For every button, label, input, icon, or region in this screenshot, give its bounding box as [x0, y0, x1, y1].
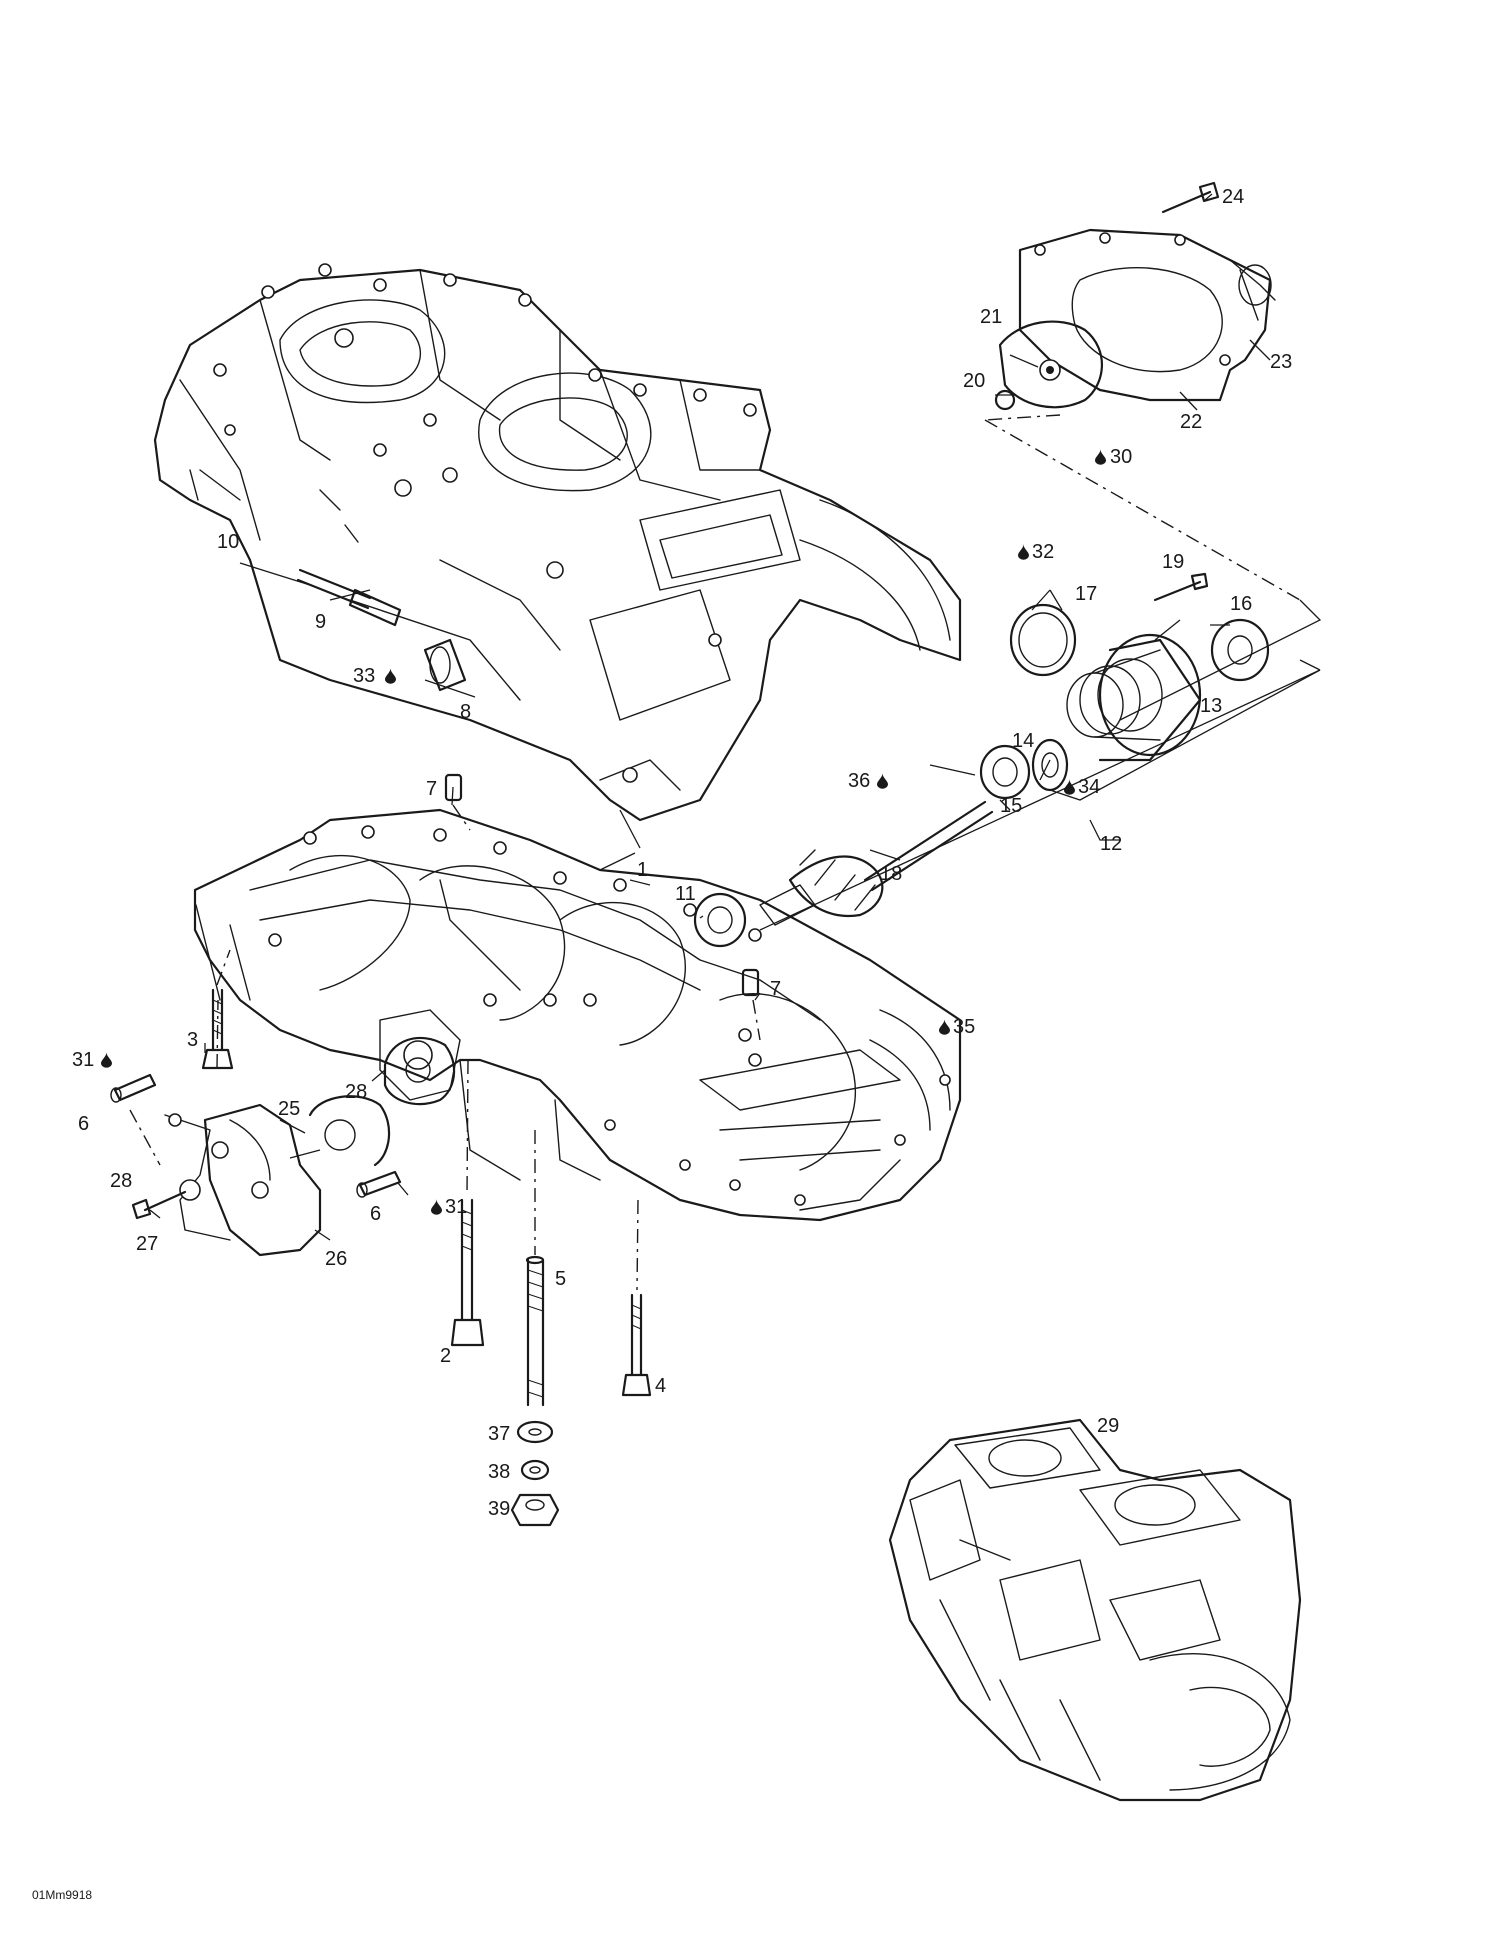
callout-7-right: 7	[770, 978, 781, 1000]
oil-drop-icon	[101, 1052, 112, 1068]
callout-37: 37	[488, 1423, 510, 1445]
oil-drop-icon	[939, 1019, 950, 1035]
callout-13: 13	[1200, 695, 1222, 717]
oil-pump-assembly	[164, 1103, 322, 1257]
callout-5: 5	[555, 1268, 566, 1290]
callout-7-top: 7	[426, 778, 437, 800]
callout-17: 17	[1075, 583, 1097, 605]
washer-37	[516, 1420, 554, 1444]
dowel-7-right	[741, 968, 760, 997]
lower-crankcase	[193, 808, 962, 1222]
callout-31-right: 31	[445, 1196, 467, 1218]
callout-16: 16	[1230, 593, 1252, 615]
oil-drop-icon	[1018, 544, 1029, 560]
bolt-19	[1153, 572, 1209, 602]
engine-assembly	[888, 1418, 1302, 1802]
callout-12: 12	[1100, 833, 1122, 855]
shaft-18	[759, 800, 994, 926]
seal-8	[423, 638, 467, 692]
callout-14: 14	[1012, 730, 1034, 752]
callout-1: 1	[637, 859, 648, 881]
bearing-11	[693, 892, 747, 948]
oil-drop-icon	[1064, 779, 1075, 795]
callout-4: 4	[655, 1375, 666, 1397]
gasket-28	[383, 1036, 456, 1105]
impeller-plate	[998, 320, 1103, 409]
callout-28-left: 28	[110, 1170, 132, 1192]
bolt-27	[131, 1190, 187, 1220]
seal-16	[1210, 618, 1270, 682]
callout-22: 22	[1180, 411, 1202, 433]
callout-32: 32	[1032, 541, 1054, 563]
fitting-6-right	[356, 1170, 402, 1198]
callout-labels: 1 2 3 4 5 6 6 7 7 8 9 10 11 12 13 14 15 …	[72, 186, 1292, 1520]
nut-39	[510, 1493, 560, 1527]
stud-5	[525, 1255, 545, 1407]
bearing-15	[979, 744, 1031, 800]
callout-33: 33	[353, 665, 375, 687]
callout-20: 20	[963, 370, 985, 392]
seal-17	[1009, 603, 1077, 677]
callout-10: 10	[217, 531, 239, 553]
callout-6-left: 6	[78, 1113, 89, 1135]
oil-drop-icon	[1095, 449, 1106, 465]
bolt-2	[450, 1198, 485, 1347]
callout-2: 2	[440, 1345, 451, 1367]
callout-25: 25	[278, 1098, 300, 1120]
seal-14	[1031, 738, 1069, 792]
callout-6-right: 6	[370, 1203, 381, 1225]
bolt-4	[621, 1293, 652, 1397]
dowel-7-top	[444, 773, 463, 802]
callout-3: 3	[187, 1029, 198, 1051]
fitting-6-left	[110, 1073, 157, 1103]
oil-drop-icon	[385, 668, 396, 684]
figure-code: 01Mm9918	[32, 1888, 92, 1902]
water-pump-housing	[1018, 228, 1276, 402]
oil-drop-icon	[431, 1199, 442, 1215]
housing-13	[1066, 633, 1202, 762]
callout-39: 39	[488, 1498, 510, 1520]
callout-9: 9	[315, 611, 326, 633]
callout-18: 18	[880, 863, 902, 885]
callout-38: 38	[488, 1461, 510, 1483]
oil-drop-icon	[877, 773, 888, 789]
callout-34: 34	[1078, 776, 1100, 798]
callout-23: 23	[1270, 351, 1292, 373]
callout-15: 15	[1000, 795, 1022, 817]
fitting-9	[296, 568, 402, 627]
callout-30: 30	[1110, 446, 1132, 468]
upper-crankcase	[153, 263, 962, 822]
callout-24: 24	[1222, 186, 1244, 208]
callout-8: 8	[460, 701, 471, 723]
callout-27: 27	[136, 1233, 158, 1255]
bolt-24	[1161, 181, 1220, 214]
callout-35: 35	[953, 1016, 975, 1038]
callout-21: 21	[980, 306, 1002, 328]
hose-28-left	[129, 1109, 161, 1166]
plug-25	[308, 1095, 391, 1167]
leader-lines	[149, 193, 1322, 1291]
callout-36: 36	[848, 770, 870, 792]
washer-38	[520, 1459, 550, 1481]
washer-20	[994, 389, 1016, 411]
callout-28-mid: 28	[345, 1081, 367, 1103]
callout-31-left: 31	[72, 1049, 94, 1071]
callout-11: 11	[675, 883, 696, 905]
callout-29: 29	[1097, 1415, 1119, 1437]
callout-26: 26	[325, 1248, 347, 1270]
callout-19: 19	[1162, 551, 1184, 573]
